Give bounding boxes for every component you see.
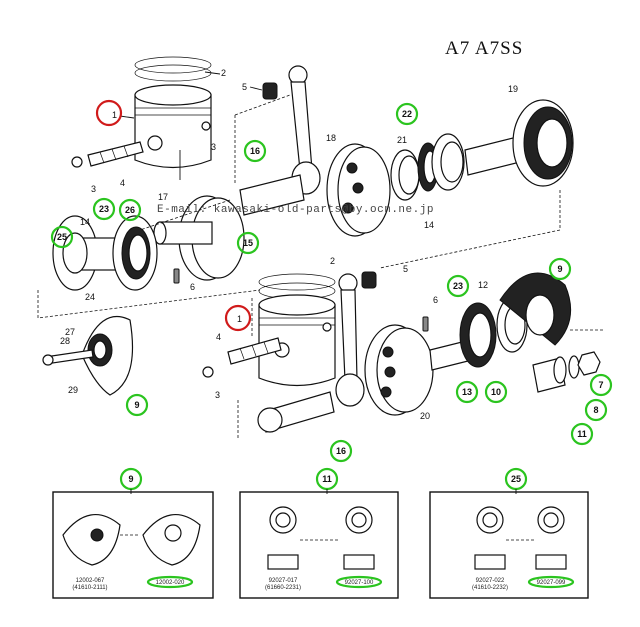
callout-16-lower: 16	[336, 446, 346, 456]
callout-27: 27	[65, 327, 75, 337]
callout-9-left: 9	[134, 400, 139, 410]
callout-26: 26	[125, 205, 135, 215]
rotary-disc-cover	[42, 315, 134, 396]
callout-16-upper: 16	[250, 146, 260, 156]
highlight-callouts: 16 22 23 26 25 15 9 9 23 13 10 7 8 11 16	[50, 102, 613, 463]
supersession-box-25: 25 92027-022 (41610-2232) 92027-099	[429, 467, 589, 599]
watermark-email: E-mail: kawasaki-old-parts@by.ocn.ne.jp	[157, 204, 434, 216]
collar-and-nut-lower	[532, 351, 601, 393]
callout-3-lower: 3	[215, 390, 220, 400]
connecting-rod-upper	[288, 65, 321, 195]
callout-23-upper: 23	[99, 204, 109, 214]
connecting-rod-lower	[335, 273, 365, 407]
supersession-box-9: 9 12002-067 (41610-2111) 12002-020	[52, 467, 214, 599]
dowel-pin-lower	[422, 316, 429, 332]
box-9-old-alt: (41610-2111)	[72, 585, 107, 591]
callout-3-upper-left: 3	[91, 184, 96, 194]
supersession-box-11: 11 92027-017 (61660-2231) 92027-100	[239, 467, 399, 599]
callout-25: 25	[57, 232, 67, 242]
callout-6-upper: 6	[190, 282, 195, 292]
callout-23-lower: 23	[453, 281, 463, 291]
bearing-upper-14	[431, 133, 465, 191]
callout-13: 13	[462, 387, 472, 397]
callout-24: 24	[85, 292, 95, 302]
box-9-new-no: 12002-020	[156, 580, 185, 586]
rotary-disc-9-lower	[499, 272, 572, 346]
bearing-housing-left	[52, 215, 158, 291]
callout-6-lower: 6	[433, 295, 438, 305]
piston-pin-lower	[202, 337, 282, 378]
callout-4-upper: 4	[120, 178, 125, 188]
callout-19: 19	[508, 84, 518, 94]
callout-21: 21	[397, 135, 407, 145]
highlight-callouts-red	[95, 99, 252, 332]
callout-5-lower: 5	[403, 264, 408, 274]
callout-3-upper-right: 3	[211, 142, 216, 152]
callout-14-upper: 14	[424, 220, 434, 230]
small-end-bearing-lower	[361, 271, 377, 289]
callout-20: 20	[420, 411, 430, 421]
callout-29: 29	[68, 385, 78, 395]
callout-2-lower: 2	[330, 256, 335, 266]
piston-lower	[258, 294, 336, 387]
box-9-ref: 9	[128, 474, 133, 484]
callout-18: 18	[326, 133, 336, 143]
box-11-old-no: 92027-017	[269, 578, 298, 584]
callout-8: 8	[593, 405, 598, 415]
piston-pin-upper	[71, 121, 211, 168]
callout-11: 11	[577, 429, 587, 439]
box-11-old-alt: (61660-2231)	[265, 585, 301, 591]
assembly-guide-lines-upper	[37, 94, 561, 319]
assembly-guide-lines-lower	[237, 298, 605, 440]
callout-15: 15	[243, 238, 253, 248]
model-title: A7 A7SS	[445, 38, 524, 59]
box-25-ref: 25	[511, 474, 521, 484]
seal-lower-23	[459, 302, 497, 368]
box-11-new-no: 92027-100	[345, 580, 374, 586]
crankshaft-upper	[153, 143, 391, 281]
callout-2-upper: 2	[221, 68, 226, 78]
box-25-old-no: 92027-022	[476, 578, 505, 584]
callout-4-lower: 4	[216, 332, 221, 342]
piston-upper	[134, 84, 212, 180]
box-25-old-alt: (41610-2232)	[472, 585, 508, 591]
callout-14-left: 14	[80, 217, 90, 227]
dowel-pin-upper	[173, 268, 180, 284]
callout-1-lower: 1	[237, 314, 242, 324]
callout-12: 12	[478, 280, 488, 290]
box-9-old-no: 12002-067	[76, 578, 105, 584]
box-11-ref: 11	[322, 474, 332, 484]
callout-1-upper: 1	[112, 110, 117, 120]
box-25-new-no: 92027-099	[537, 580, 566, 586]
primary-shaft-19	[464, 99, 574, 187]
callout-10: 10	[491, 387, 501, 397]
piston-rings-upper	[134, 56, 221, 82]
callout-5-upper: 5	[242, 82, 247, 92]
callout-22: 22	[402, 109, 412, 119]
callout-28: 28	[60, 336, 70, 346]
callout-9-right: 9	[557, 264, 562, 274]
small-end-bearing-upper	[249, 82, 278, 100]
callout-17: 17	[158, 192, 168, 202]
callout-7: 7	[598, 380, 603, 390]
bearing-upper-21	[390, 149, 420, 201]
